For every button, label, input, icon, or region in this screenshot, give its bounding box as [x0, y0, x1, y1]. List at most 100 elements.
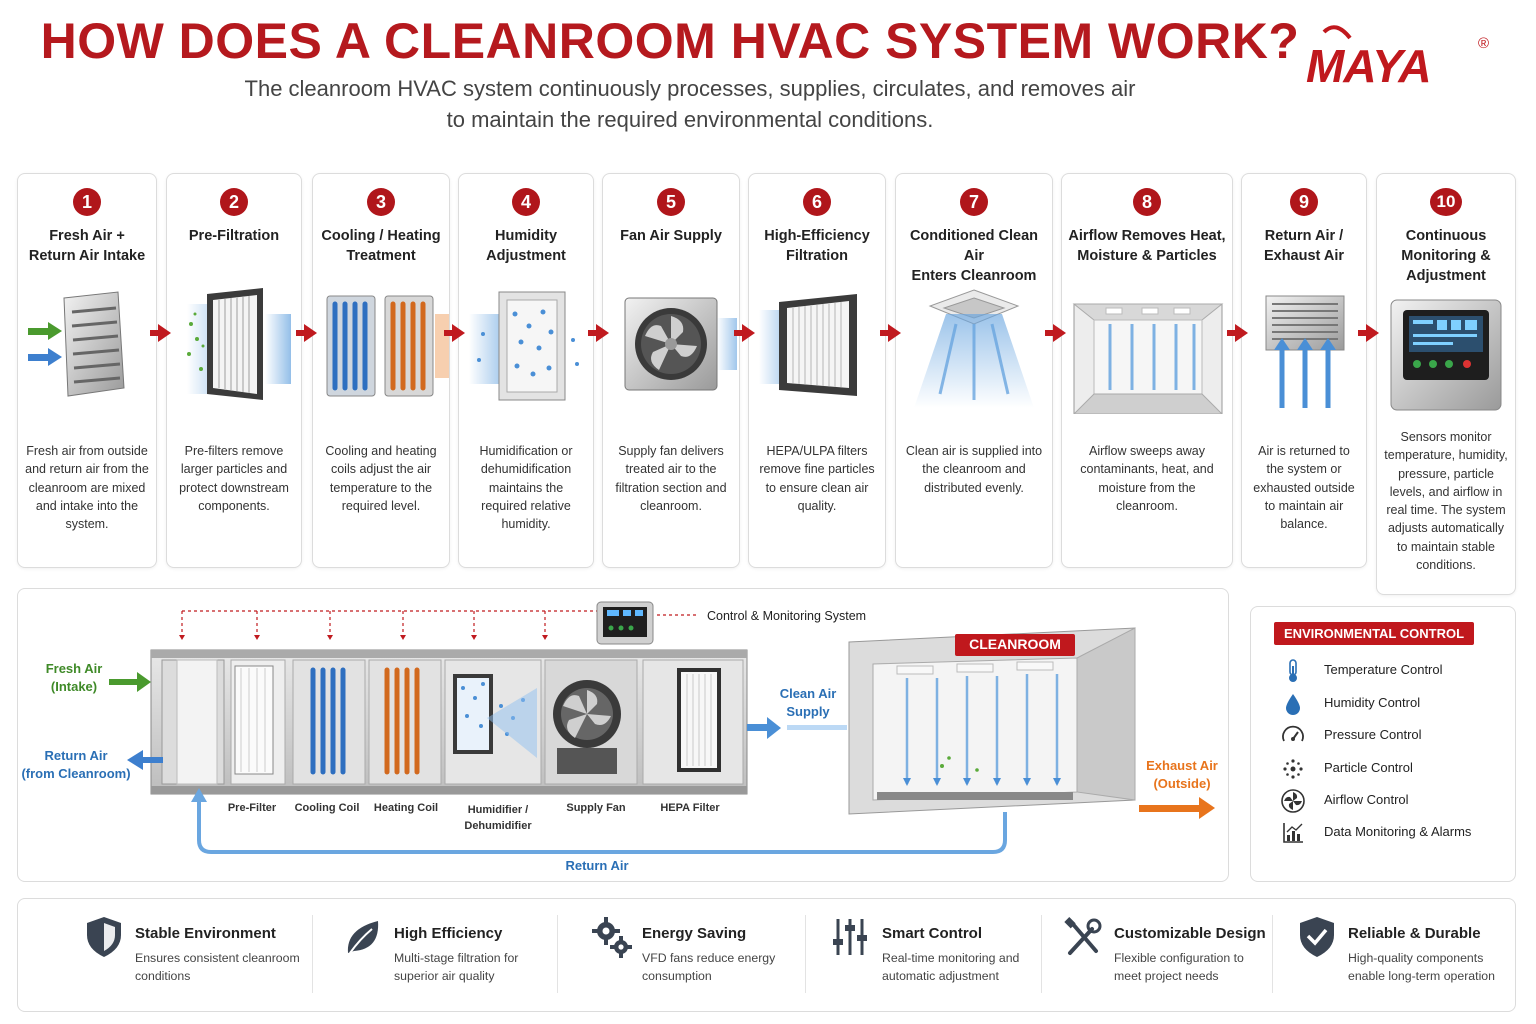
component-label: HEPA Filter [660, 802, 720, 814]
step-description: Supply fan delivers treated air to the f… [615, 444, 727, 513]
step-card-1: 1 Fresh Air +Return Air Intake Fresh air… [17, 173, 157, 568]
return-air-label: Return Air(from Cleanroom) [21, 748, 131, 781]
step-description: Airflow sweeps away contaminants, heat, … [1080, 444, 1214, 513]
maya-logo: MAYA ® [1306, 20, 1506, 92]
component-label: Supply Fan [566, 802, 626, 814]
step-number: 4 [512, 188, 540, 216]
return-air-loop-label: Return Air [565, 858, 629, 873]
step-number: 7 [960, 188, 988, 216]
page-title: HOW DOES A CLEANROOM HVAC SYSTEM WORK? [40, 13, 1300, 69]
humidifier-icon [459, 284, 593, 414]
step-description: Humidification or dehumidification maint… [479, 444, 573, 532]
step-number: 9 [1290, 188, 1318, 216]
fresh-air-label: Fresh Air(Intake) [45, 661, 103, 694]
env-item-airflow: Airflow Control [1280, 788, 1510, 814]
gauge-icon [1280, 723, 1306, 749]
step-title: Airflow Removes Heat,Moisture & Particle… [1068, 228, 1226, 264]
control-system-label: Control & Monitoring System [707, 609, 867, 623]
env-item-humidity: Humidity Control [1280, 691, 1510, 717]
cleanroom-airflow-icon [1062, 284, 1232, 415]
leaf-icon [342, 915, 384, 959]
supply-fan-icon [603, 284, 739, 414]
particle-icon [1280, 756, 1306, 782]
step-card-9: 9 Return Air /Exhaust Air Air is returne… [1241, 173, 1367, 568]
component-label: Heating Coil [373, 802, 439, 814]
component-label: Pre-Filter [227, 802, 277, 814]
system-diagram [109, 601, 1215, 854]
benefits-bar [17, 898, 1516, 1012]
flow-arrow-icon [1045, 324, 1066, 342]
step-number: 2 [220, 188, 248, 216]
step-description: Fresh air from outside and return air fr… [25, 444, 149, 532]
louver-intake-icon [18, 284, 156, 414]
step-description: Clean air is supplied into the cleanroom… [905, 444, 1043, 495]
svg-text:®: ® [1478, 35, 1489, 52]
step-title: Fan Air Supply [620, 228, 722, 244]
component-label: Humidifier /Dehumidifier [464, 804, 532, 832]
step-title: Return Air /Exhaust Air [1263, 228, 1345, 264]
step-number: 6 [803, 188, 831, 216]
step-description: Sensors monitor temperature, humidity, p… [1384, 430, 1508, 573]
sliders-icon [830, 915, 872, 959]
benefit-high-efficiency: High Efficiency Multi-stage filtration f… [342, 915, 542, 995]
water-drop-icon [1280, 691, 1306, 717]
benefit-customizable-design: Customizable Design Flexible configurati… [1062, 915, 1266, 995]
cooling-heating-coil-icon [313, 284, 449, 414]
env-control-heading: ENVIRONMENTAL CONTROL [1283, 626, 1465, 641]
divider [1272, 915, 1273, 993]
step-number: 3 [367, 188, 395, 216]
benefit-stable-environment: Stable Environment Ensures consistent cl… [83, 915, 303, 995]
pre-filter-icon [167, 284, 301, 414]
svg-text:MAYA: MAYA [1306, 40, 1431, 90]
subtitle-line-1: The cleanroom HVAC system continuously p… [244, 76, 1136, 101]
divider [557, 915, 558, 993]
subtitle-line-2: to maintain the required environmental c… [446, 107, 934, 132]
environmental-control-panel [1250, 606, 1516, 882]
flow-arrow-icon [296, 324, 317, 342]
step-description: Pre-filters remove larger particles and … [179, 444, 289, 513]
benefit-reliable-durable: Reliable & Durable High-quality componen… [1296, 915, 1506, 995]
divider [805, 915, 806, 993]
ceiling-diffuser-icon [896, 284, 1052, 414]
step-number: 1 [73, 188, 101, 216]
chart-icon [1280, 820, 1306, 846]
flow-arrow-icon [588, 324, 609, 342]
step-title: Fresh Air +Return Air Intake [28, 228, 146, 264]
flow-arrow-icon [150, 324, 171, 342]
step-description: Air is returned to the system or exhaust… [1253, 444, 1355, 532]
control-panel-icon [1377, 294, 1515, 424]
step-card-8: 8 Airflow Removes Heat,Moisture & Partic… [1061, 173, 1233, 568]
gears-icon [590, 915, 632, 959]
fan-icon [1280, 788, 1306, 814]
step-number: 10 [1430, 188, 1462, 216]
component-label: Cooling Coil [294, 802, 360, 814]
flow-arrow-icon [1358, 324, 1379, 342]
step-number: 5 [657, 188, 685, 216]
exhaust-air-label: Exhaust Air(Outside) [1146, 758, 1218, 791]
env-item-temperature: Temperature Control [1280, 658, 1510, 684]
cleanroom-label: CLEANROOM [969, 636, 1061, 652]
divider [312, 915, 313, 993]
return-grille-icon [1242, 284, 1366, 414]
step-card-5: 5 Fan Air Supply Supply fan delivers tre… [602, 173, 740, 568]
step-description: Cooling and heating coils adjust the air… [325, 444, 437, 513]
step-description: HEPA/ULPA filters remove fine particles … [759, 444, 875, 513]
flow-arrow-icon [734, 324, 755, 342]
flow-arrow-icon [444, 324, 465, 342]
divider [1041, 915, 1042, 993]
flow-arrow-icon [880, 324, 901, 342]
hepa-filter-icon [749, 284, 885, 414]
env-item-data-monitoring: Data Monitoring & Alarms [1280, 820, 1510, 846]
